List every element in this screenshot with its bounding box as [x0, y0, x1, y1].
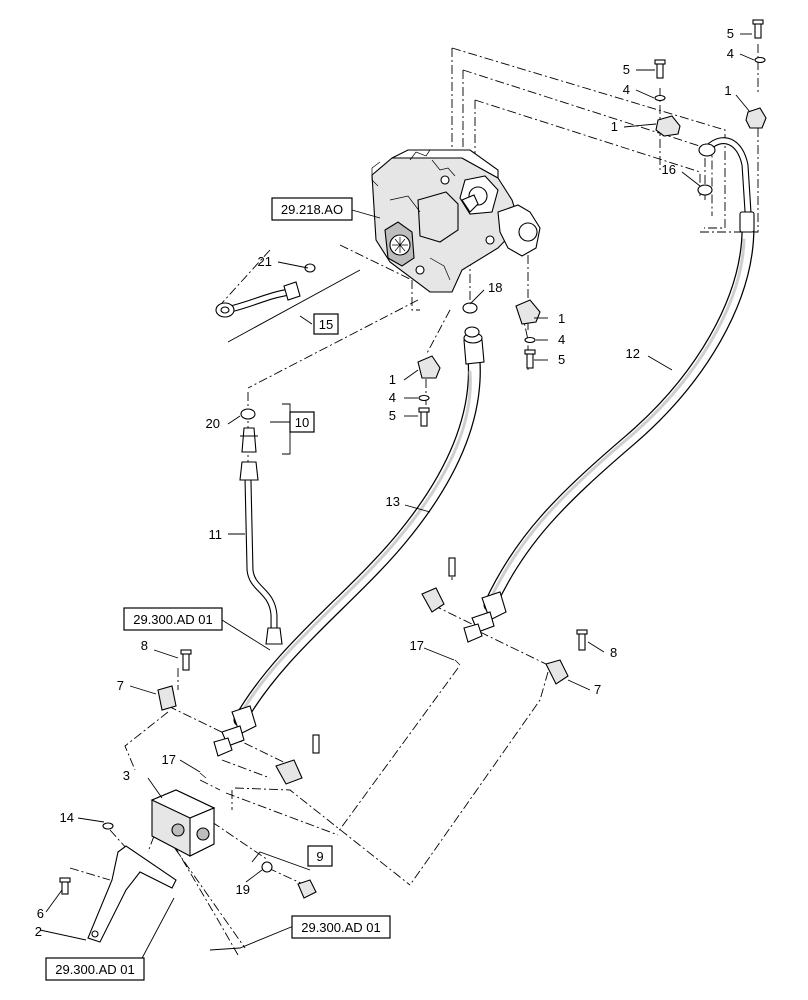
callout-8: 8	[141, 638, 148, 653]
reference-29-218-ao[interactable]: 29.218.AO	[271, 197, 353, 221]
callout-17: 17	[162, 752, 176, 767]
kit-box-9: 9	[307, 845, 333, 867]
reference-label[interactable]: 29.300.AD 01	[55, 962, 135, 977]
callout-17: 17	[410, 638, 424, 653]
callout-7: 7	[117, 678, 124, 693]
callout-12: 12	[626, 346, 640, 361]
callout-16: 16	[662, 162, 676, 177]
callout-numbers: 1 1 1 1 5 5 5 5 4 4 4 4 16 21 18 20 11 1…	[35, 26, 734, 939]
reference-29-300-ad-01-hose[interactable]: 29.300.AD 01	[123, 607, 223, 631]
reference-29-300-ad-01-block[interactable]: 29.300.AD 01	[291, 915, 391, 939]
kit-number: 10	[295, 415, 309, 430]
callout-3: 3	[123, 768, 130, 783]
callout-5: 5	[389, 408, 396, 423]
hose-21	[215, 281, 301, 318]
reference-label[interactable]: 29.300.AD 01	[301, 920, 381, 935]
callout-13: 13	[386, 494, 400, 509]
callout-8: 8	[610, 645, 617, 660]
callout-4: 4	[623, 82, 630, 97]
callout-5: 5	[623, 62, 630, 77]
callout-4: 4	[727, 46, 734, 61]
manifold-block-icon	[150, 789, 216, 857]
callout-6: 6	[37, 906, 44, 921]
callout-1: 1	[389, 372, 396, 387]
hydraulic-pump-icon	[371, 149, 541, 293]
callout-1: 1	[611, 119, 618, 134]
callout-7: 7	[594, 682, 601, 697]
kit-number: 9	[316, 849, 323, 864]
bolt-icon	[59, 19, 764, 895]
callout-18: 18	[488, 280, 502, 295]
callout-5: 5	[558, 352, 565, 367]
o-ring-icon	[199, 184, 713, 873]
leader-lines	[39, 33, 755, 963]
callout-5: 5	[727, 26, 734, 41]
callout-21: 21	[258, 254, 272, 269]
callout-4: 4	[389, 390, 396, 405]
callout-1: 1	[558, 311, 565, 326]
reference-label[interactable]: 29.218.AO	[281, 202, 343, 217]
callout-19: 19	[236, 882, 250, 897]
kit-number: 15	[319, 317, 333, 332]
plug-icon	[297, 879, 317, 899]
mounting-bracket-icon	[87, 845, 177, 943]
kit-box-15: 15	[313, 313, 339, 335]
callout-2: 2	[35, 924, 42, 939]
callout-20: 20	[206, 416, 220, 431]
callout-14: 14	[60, 810, 74, 825]
washer-icon	[102, 56, 766, 830]
elbow-fitting-icon	[157, 427, 569, 785]
hose-12	[463, 137, 755, 643]
kit-box-10: 10	[289, 411, 315, 433]
hose-13	[213, 332, 485, 757]
reference-29-300-ad-01-bracket[interactable]: 29.300.AD 01	[45, 957, 145, 981]
callout-1: 1	[724, 83, 731, 98]
tube-11	[239, 461, 283, 645]
reference-label[interactable]: 29.300.AD 01	[133, 612, 213, 627]
callout-4: 4	[558, 332, 565, 347]
callout-11: 11	[209, 527, 223, 542]
